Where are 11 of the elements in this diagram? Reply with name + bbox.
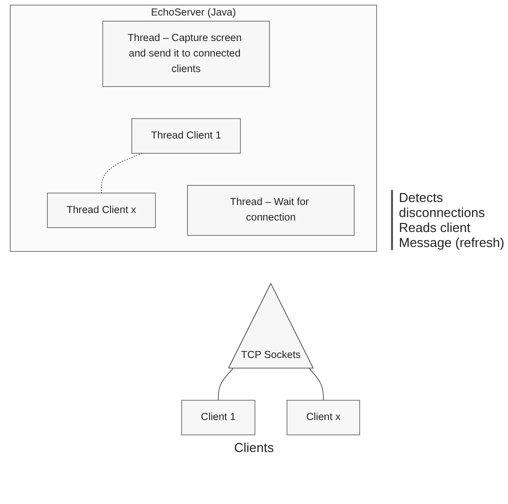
connector	[308, 368, 324, 401]
node-box: Client 1	[181, 400, 256, 436]
caption-text: Clients	[234, 440, 274, 455]
node-box: Thread Client 1	[131, 118, 241, 154]
node-box: Client x	[286, 400, 360, 436]
bracket-note: Detects disconnections Reads client Message (refresh)	[398, 190, 506, 250]
node-box: Thread – Capture screen and send it to connected clients	[102, 20, 270, 87]
connector	[218, 368, 234, 401]
connector	[101, 152, 142, 194]
node-box: Thread – Wait for connection	[187, 185, 355, 236]
node-box: Thread Client x	[47, 192, 156, 228]
